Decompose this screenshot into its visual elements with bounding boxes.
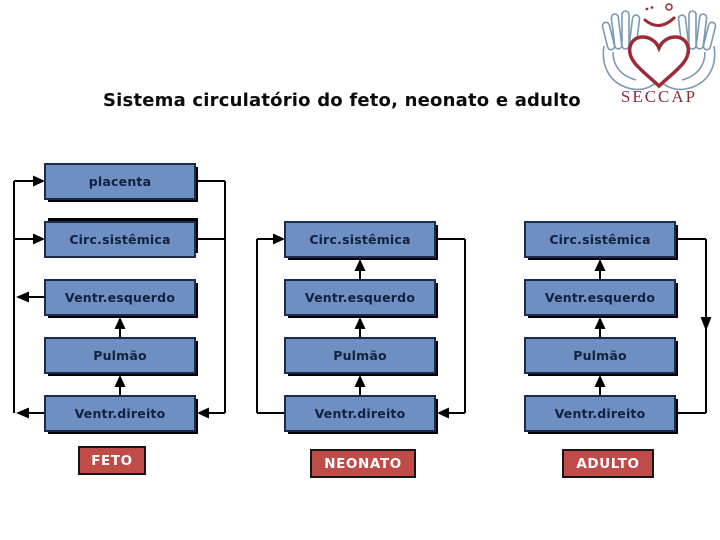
- label-neonato: NEONATO: [310, 449, 416, 478]
- up-arrow-ventr-direito-to-pulmao: [354, 375, 366, 387]
- arrowhead-into-circ-sistemica: [33, 233, 45, 245]
- label-feto: FETO: [78, 446, 146, 475]
- box-adulto-ventr-esquerdo: Ventr.esquerdo: [524, 279, 676, 316]
- box-adulto-ventr-direito: Ventr.direito: [524, 395, 676, 432]
- up-arrow-ventr-esquerdo-to-circ: [594, 259, 606, 271]
- down-arrow-circ-to-ventr-direito: [700, 317, 712, 331]
- box-feto-ventr-esquerdo: Ventr.esquerdo: [44, 279, 196, 316]
- label-adulto: ADULTO: [562, 449, 654, 478]
- box-adulto-circ-sistemica: Circ.sistêmica: [524, 221, 676, 258]
- box-feto-circ-sistemica: Circ.sistêmica: [44, 221, 196, 258]
- box-feto-placenta: placenta: [44, 163, 196, 200]
- box-feto-ventr-direito: Ventr.direito: [44, 395, 196, 432]
- box-adulto-pulmao: Pulmão: [524, 337, 676, 374]
- up-arrow-pulmao-to-ventr-esquerdo: [114, 317, 126, 329]
- arrowhead-into-ventr-direito: [197, 407, 209, 419]
- up-arrow-ventr-esquerdo-to-circ: [354, 259, 366, 271]
- box-neonato-circ-sistemica: Circ.sistêmica: [284, 221, 436, 258]
- neonato-connectors: [256, 233, 466, 419]
- adulto-connector-lines: [599, 238, 707, 414]
- neonato-connector-lines: [256, 238, 466, 414]
- arrowhead-from-ventr-esquerdo: [16, 291, 29, 303]
- up-arrow-ventr-direito-to-pulmao: [594, 375, 606, 387]
- up-arrow-ventr-direito-to-pulmao: [114, 375, 126, 387]
- logo-text: SECCAP: [621, 87, 697, 106]
- seccap-logo: SECCAP: [601, 3, 717, 106]
- up-arrow-pulmao-to-ventr-esquerdo: [354, 317, 366, 329]
- feto-connectors: [13, 175, 226, 419]
- arrowhead-into-circ-sistemica: [273, 233, 285, 245]
- feto-connector-lines: [13, 180, 226, 414]
- box-neonato-pulmao: Pulmão: [284, 337, 436, 374]
- arrowhead-into-placenta: [33, 175, 45, 187]
- arrowhead-into-ventr-direito: [437, 407, 449, 419]
- box-neonato-ventr-direito: Ventr.direito: [284, 395, 436, 432]
- up-arrow-pulmao-to-ventr-esquerdo: [594, 317, 606, 329]
- heart-icon: [627, 35, 691, 89]
- box-neonato-ventr-esquerdo: Ventr.esquerdo: [284, 279, 436, 316]
- slide-title: Sistema circulatório do feto, neonato e …: [103, 90, 581, 111]
- box-feto-pulmao: Pulmão: [44, 337, 196, 374]
- adulto-connectors: [594, 238, 712, 414]
- smiley-icon: [643, 3, 676, 27]
- arrowhead-from-ventr-direito: [16, 407, 29, 419]
